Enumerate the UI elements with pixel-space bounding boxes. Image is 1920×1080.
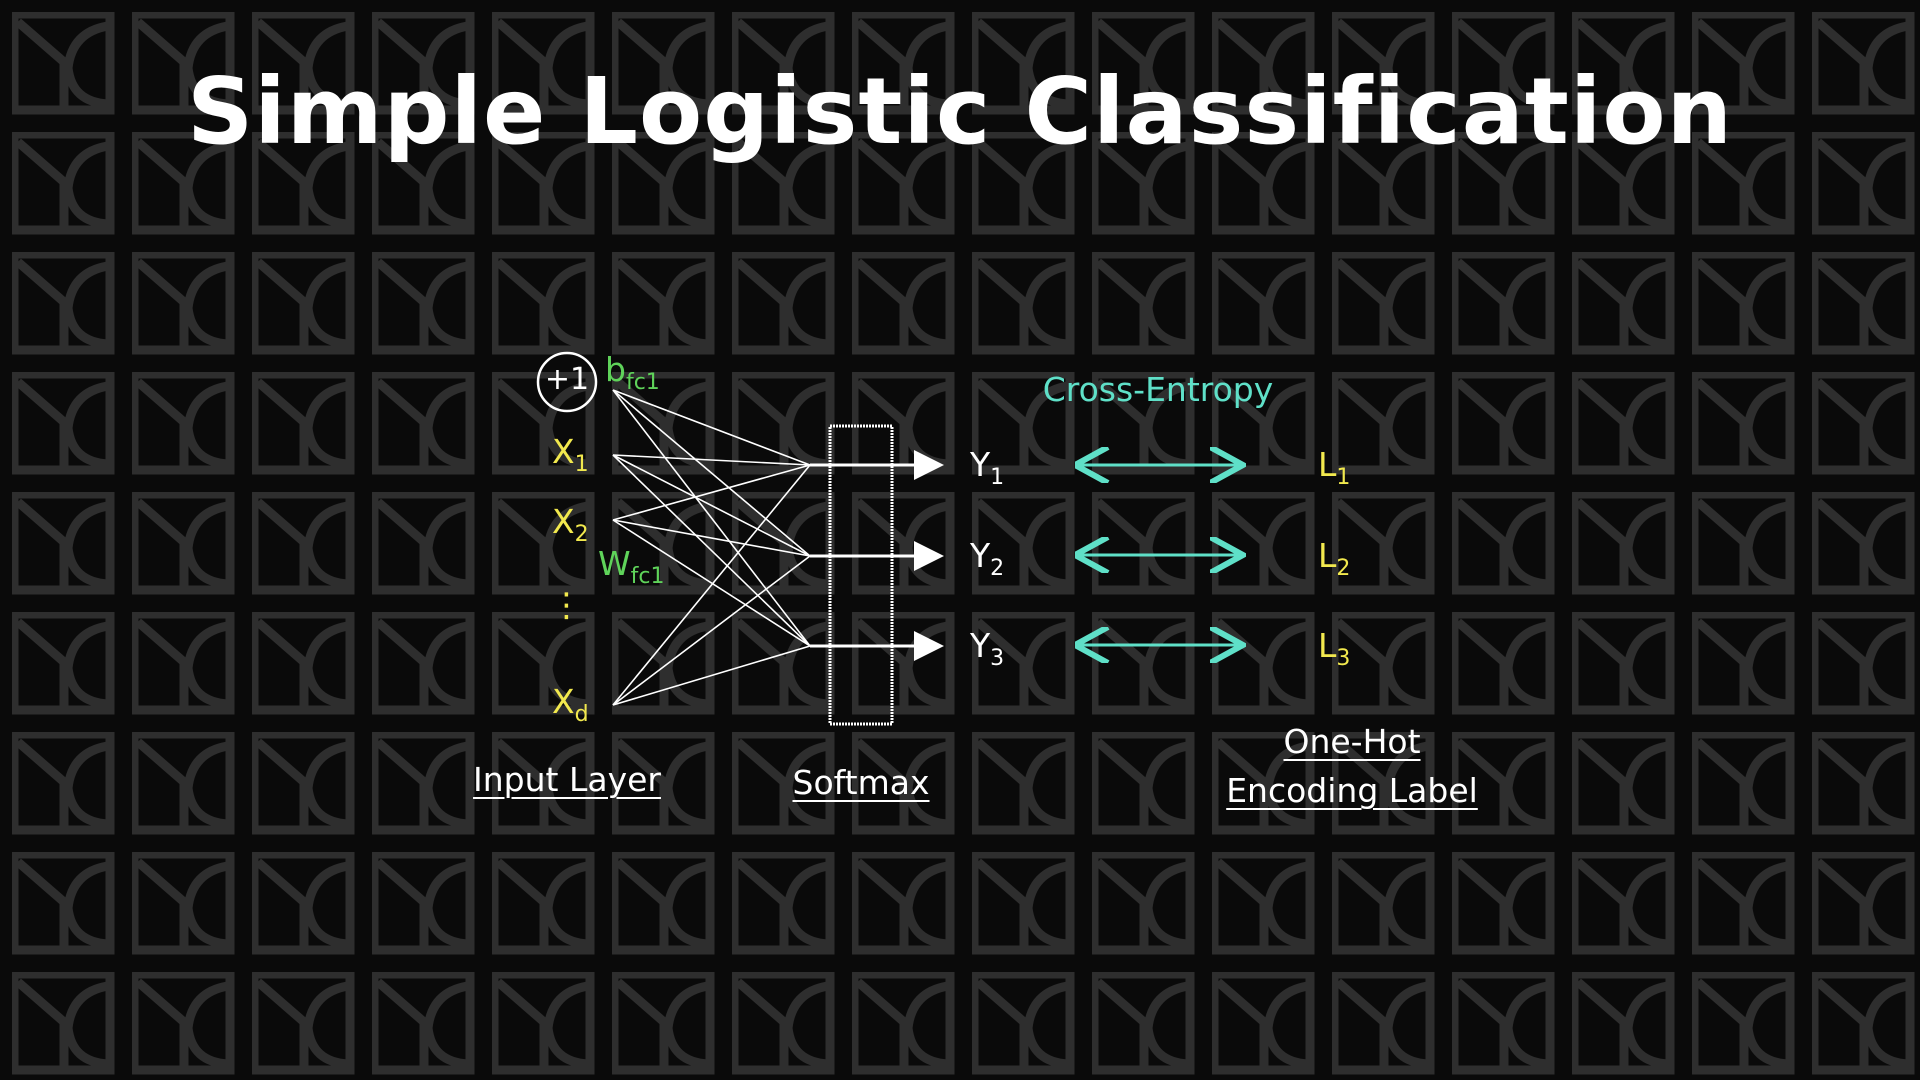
connection-line [612,389,811,647]
input-xd: Xd [552,682,589,726]
caption-one-hot: One-Hot [1283,722,1421,761]
weight-connections [612,389,811,706]
label-l3-main: L [1318,626,1337,665]
input-xd-sub: d [574,702,589,727]
connection-line [612,464,811,521]
caption-encoding-label: Encoding Label [1226,771,1478,810]
input-x1-sub: 1 [574,452,589,477]
output-y1-main: Y [970,445,991,484]
label-l1-sub: 1 [1336,465,1351,490]
input-x2-main: X [552,502,575,541]
output-y2-main: Y [970,536,991,575]
cross-entropy-label: Cross-Entropy [1042,370,1274,409]
connection-line [612,389,811,466]
label-l2: L2 [1318,536,1350,580]
bias-label-sub: fc1 [625,370,660,395]
input-ellipsis: ⋮ [550,585,583,624]
connection-line [612,454,811,466]
bias-label: bfc1 [605,350,660,394]
input-xd-main: X [552,682,575,721]
output-y1-sub: 1 [990,465,1005,490]
label-l2-sub: 2 [1336,556,1351,581]
connection-line [612,555,811,706]
connection-line [612,645,811,706]
input-x1-main: X [552,432,575,471]
output-y3: Y3 [970,626,1004,670]
connection-line [612,389,811,557]
output-y3-sub: 3 [990,646,1005,671]
output-y2-sub: 2 [990,556,1005,581]
input-ellipsis-main: ⋮ [550,585,583,624]
input-x1: X1 [552,432,589,476]
connection-line [612,464,811,706]
connection-line [612,454,811,647]
caption-softmax: Softmax [792,763,930,802]
input-x2-sub: 2 [574,522,589,547]
input-x2: X2 [552,502,589,546]
weight-label-sub: fc1 [630,564,665,589]
connection-line [612,519,811,647]
label-l1: L1 [1318,445,1350,489]
caption-input-layer: Input Layer [473,760,661,799]
label-l3-sub: 3 [1336,646,1351,671]
weight-label: Wfc1 [598,544,664,588]
label-l2-main: L [1318,536,1337,575]
output-y1: Y1 [970,445,1004,489]
slide-title: Simple Logistic Classification [186,58,1734,165]
connection-line [612,519,811,557]
weight-label-main: W [598,544,631,583]
output-y3-main: Y [970,626,991,665]
output-y2: Y2 [970,536,1004,580]
bias-node [536,351,598,413]
bias-node-label: +1 [544,362,590,397]
label-l3: L3 [1318,626,1350,670]
bias-label-main: b [605,350,626,389]
connection-line [612,454,811,557]
label-l1-main: L [1318,445,1337,484]
softmax-box [828,424,894,726]
